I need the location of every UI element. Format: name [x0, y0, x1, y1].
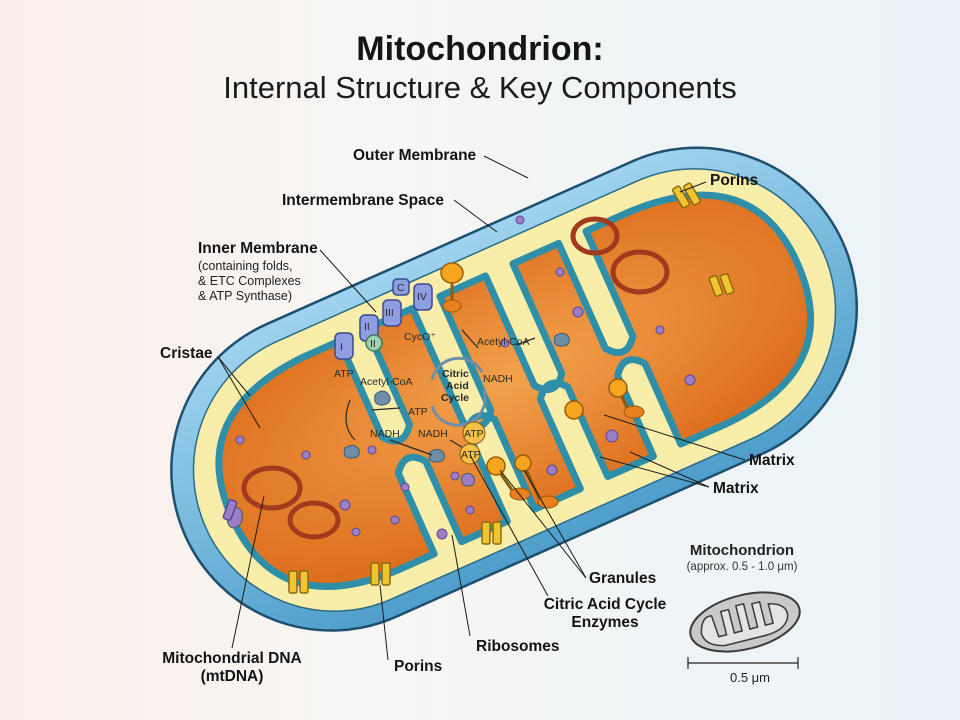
cristae-label: Cristae [160, 345, 213, 363]
complex-iii-label: III [385, 307, 394, 319]
atp-label: ATP [464, 428, 484, 440]
complex-ii-small-label: II [370, 338, 376, 350]
acetyl-coa-label: Acetyl-CoA [477, 336, 530, 348]
inset-title: Mitochondrion [672, 542, 812, 559]
complex-i-label: I [340, 341, 343, 353]
atp-label: ATP [334, 368, 354, 380]
acetyl-coa-label: Acetyl-CoA [360, 376, 413, 388]
porins-label: Porins [394, 658, 442, 676]
inset-mitochondrion [684, 582, 806, 661]
cyco-label: CycO⁺ [404, 331, 436, 343]
granules-label: Granules [589, 570, 656, 588]
mtdna-label: (mtDNA) [152, 668, 312, 686]
outer-membrane-label: Outer Membrane [353, 147, 476, 165]
inset-subtitle: (approx. 0.5 - 1.0 μm) [672, 561, 812, 573]
mtdna-label: Mitochondrial DNA [152, 650, 312, 668]
inner-membrane-note: & ETC Complexes [198, 274, 301, 288]
citric-cycle-label: Cycle [441, 392, 469, 404]
intermembrane-space-label: Intermembrane Space [282, 192, 444, 210]
matrix-label: Matrix [713, 480, 759, 498]
atp-label: ATP [461, 449, 481, 461]
inner-membrane-note: & ATP Synthase) [198, 289, 292, 303]
inner-membrane-label: Inner Membrane [198, 240, 318, 258]
atp-label: ATP [408, 406, 428, 418]
complex-ii-label: II [364, 321, 370, 333]
scale-bar [688, 657, 798, 669]
citric-acid-cycle-enzymes-label: Enzymes [530, 614, 680, 632]
citric-cycle-label: Acid [446, 380, 469, 392]
complex-iv-label: IV [417, 291, 427, 303]
porins-label: Porins [710, 172, 758, 190]
nadh-label: NADH [418, 428, 448, 440]
citric-cycle-label: Citric [442, 368, 469, 380]
matrix-label: Matrix [749, 452, 795, 470]
inner-membrane-note: (containing folds, [198, 259, 293, 273]
nadh-label: NADH [483, 373, 513, 385]
scale-bar-label: 0.5 μm [700, 670, 800, 685]
nadh-label: NADH [370, 428, 400, 440]
complex-c-label: C [397, 282, 405, 294]
citric-acid-cycle-enzymes-label: Citric Acid Cycle [530, 596, 680, 614]
ribosomes-label: Ribosomes [476, 638, 560, 656]
